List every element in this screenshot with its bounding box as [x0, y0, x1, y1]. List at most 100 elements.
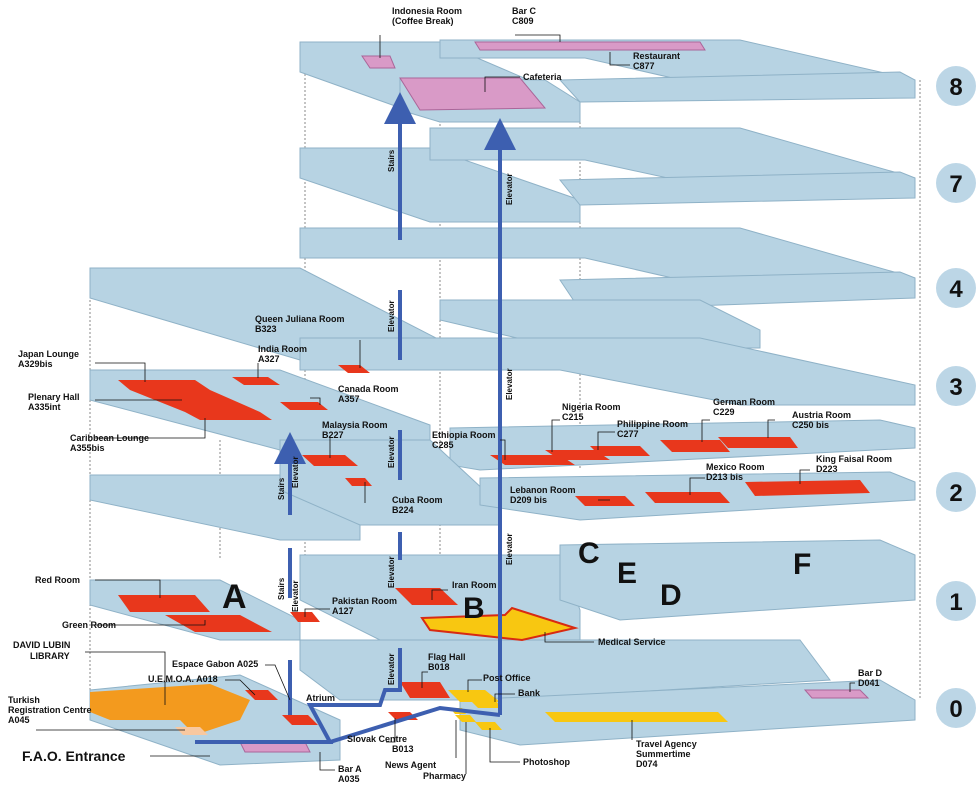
room-canada: [280, 402, 328, 410]
stairs-label-3: Stairs: [277, 477, 286, 500]
room-austria: [718, 437, 798, 448]
room-flag-hall: [400, 682, 450, 698]
room-nigeria: [545, 450, 610, 460]
room-king-faisal: [745, 480, 870, 496]
room-queen-juliana: [338, 365, 370, 373]
label-espace-gabon: Espace Gabon A025: [172, 659, 258, 669]
room-caribbean-lounge: [185, 412, 272, 420]
ground-path: [195, 648, 402, 744]
label-bank: Bank: [518, 688, 541, 698]
room-mexico: [645, 492, 730, 503]
elevator-label-4: Elevator: [387, 300, 396, 332]
room-philippine: [590, 446, 650, 456]
room-japan-lounge: [118, 380, 210, 390]
building-c: C: [578, 537, 600, 570]
elevator-label-2c: Elevator: [505, 533, 514, 565]
elevator-label-1b: Elevator: [387, 556, 396, 588]
slab-floor-8-east: [558, 71, 916, 103]
slab-floor-7-east: [558, 171, 916, 206]
building-e: E: [617, 557, 637, 590]
room-travel-agency: [545, 712, 728, 722]
routes: [195, 92, 516, 744]
floor-badges: 8 7 4 3 2 1 0: [936, 66, 976, 728]
room-green: [165, 615, 272, 632]
floor-number-3: 3: [949, 374, 962, 401]
label-news-agent: News Agent: [385, 760, 436, 770]
floor-number-4: 4: [949, 276, 963, 303]
route-labels: Stairs Elevator Elevator Elevator Stairs…: [277, 149, 514, 685]
room-pharmacy: [455, 715, 476, 722]
room-iran: [395, 588, 458, 605]
label-cafeteria: Cafeteria: [523, 72, 563, 82]
label-post-office: Post Office: [483, 673, 531, 683]
room-malaysia: [302, 455, 358, 466]
floor-badge-7: [936, 163, 976, 203]
room-post-office: [448, 690, 500, 702]
room-photoshop: [475, 722, 502, 730]
floor-number-7: 7: [949, 171, 962, 198]
room-german: [660, 440, 730, 452]
floor-badge-1: [936, 581, 976, 621]
floor-badge-2: [936, 472, 976, 512]
label-green-room: Green Room: [62, 620, 116, 630]
room-bank: [470, 700, 502, 708]
slab-floor-1-east: [559, 539, 916, 621]
elevator-label-8: Elevator: [505, 173, 514, 205]
room-ethiopia: [490, 455, 575, 465]
label-fao-entrance: F.A.O. Entrance: [22, 748, 126, 764]
room-cafeteria: [399, 77, 547, 111]
building-b: B: [463, 592, 485, 625]
room-bar-d: [803, 689, 870, 699]
building-letters: A B C D E F: [222, 537, 811, 625]
room-indonesia: [361, 55, 396, 69]
room-red: [118, 595, 210, 612]
floor-number-0: 0: [949, 696, 962, 723]
label-medical: Medical Service: [598, 637, 666, 647]
label-photoshop: Photoshop: [523, 757, 570, 767]
label-uemoa: U.E.M.O.A. A018: [148, 674, 218, 684]
floor-badge-8: [936, 66, 976, 106]
elevator-label-2a: Elevator: [291, 456, 300, 488]
floor-number-8: 8: [949, 74, 962, 101]
leader-lines: [36, 34, 855, 774]
label-iran: Iran Room: [452, 580, 497, 590]
building-d: D: [660, 579, 682, 612]
label-indonesia: Indonesia Room(Coffee Break): [392, 6, 462, 26]
room-bar-c: [474, 41, 706, 51]
room-plenary-hall: [130, 390, 260, 412]
floor-badge-3: [936, 366, 976, 406]
slab-floor-4-mid: [439, 299, 761, 349]
label-atrium: Atrium: [306, 693, 335, 703]
elevator-label-3: Elevator: [505, 368, 514, 400]
floor-number-1: 1: [949, 589, 962, 616]
stairs-label-1: Stairs: [277, 577, 286, 600]
label-pharmacy: Pharmacy: [423, 771, 466, 781]
room-david-lubin-library: [90, 684, 250, 735]
room-espace-gabon: [282, 715, 318, 725]
ground-path-east: [329, 705, 501, 744]
elevator-label-0: Elevator: [387, 653, 396, 685]
